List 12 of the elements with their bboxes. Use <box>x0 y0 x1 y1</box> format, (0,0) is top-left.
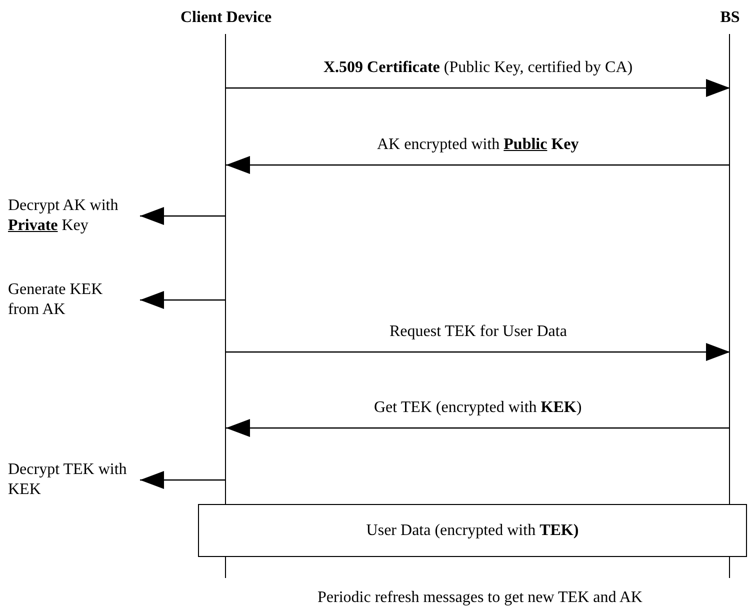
note-text: Periodic refresh messages to get new TEK and AK <box>318 588 642 608</box>
message-label: Request TEK for User Data <box>390 322 567 342</box>
action-note: Decrypt AK with Private Key <box>8 196 136 236</box>
participant-name: BS <box>720 9 740 26</box>
participant-name: Client Device <box>180 9 272 26</box>
data-transfer-box <box>198 504 747 557</box>
action-note: Generate KEK from AK <box>8 280 136 320</box>
message-label: X.509 Certificate (Public Key, certified by CA) <box>324 58 633 78</box>
message-label: Get TEK (encrypted with KEK) <box>374 398 582 418</box>
action-note: Decrypt TEK with KEK <box>8 460 136 500</box>
box-text: User Data (encrypted with TEK) <box>366 522 579 540</box>
message-label: AK encrypted with Public Key <box>377 135 579 155</box>
